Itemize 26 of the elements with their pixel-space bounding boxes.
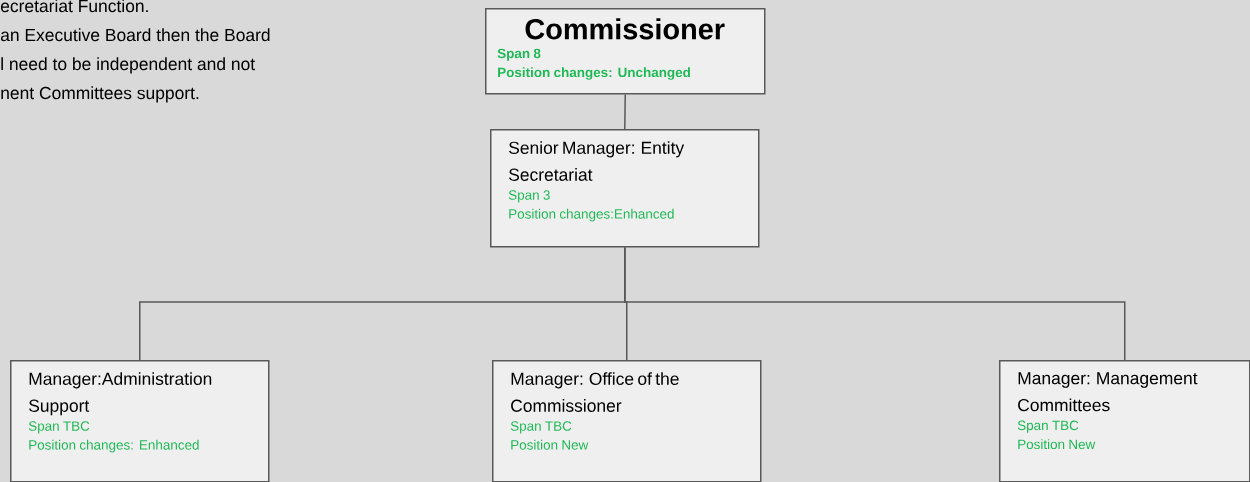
note-text: nent Committees support. bbox=[1, 86, 199, 103]
note-text: an Executive Board then the Board bbox=[0, 28, 270, 42]
org-box bbox=[10, 360, 270, 482]
detail-text: Span TBC bbox=[1017, 420, 1079, 433]
detail-text: Position New bbox=[1018, 439, 1096, 450]
detail-text: Span 3 bbox=[508, 190, 550, 203]
title: Manager:Administration Support bbox=[29, 372, 212, 416]
org-box bbox=[999, 360, 1250, 482]
note-text: l need to be independent and not bbox=[1, 57, 255, 74]
connector-line bbox=[624, 93, 626, 130]
note-text: ecretariat Function. bbox=[0, 0, 148, 13]
title: Manager: Office of the Commissioner bbox=[511, 372, 679, 412]
title: Senior Manager: Entity Secretariat bbox=[509, 141, 685, 181]
detail-text: Position changes: Enhanced bbox=[29, 439, 199, 453]
org-box bbox=[485, 8, 766, 95]
detail-text: Position New bbox=[511, 439, 589, 450]
org-box bbox=[492, 360, 762, 482]
connector-line bbox=[624, 246, 1126, 361]
title: Manager: Management Committees bbox=[1018, 372, 1198, 412]
detail-text: Span TBC bbox=[510, 421, 572, 434]
title: Commissioner bbox=[525, 18, 725, 40]
org-box bbox=[490, 129, 760, 248]
detail-text: Position changes:Enhanced bbox=[509, 208, 674, 222]
detail-text: Position changes: Unchanged bbox=[498, 67, 690, 80]
detail-text: Span 8 bbox=[497, 48, 541, 61]
detail-text: Span TBC bbox=[28, 421, 90, 434]
